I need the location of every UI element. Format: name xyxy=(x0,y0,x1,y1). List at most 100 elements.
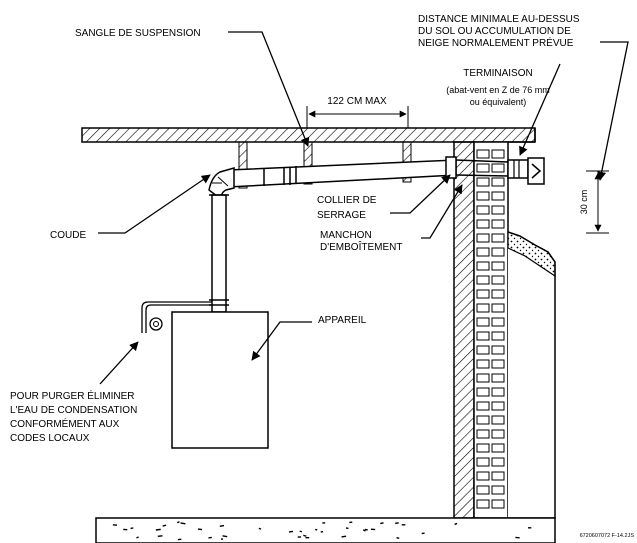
brick xyxy=(476,387,490,397)
brick xyxy=(476,443,490,453)
brick xyxy=(476,401,490,411)
brick xyxy=(476,331,490,341)
min-distance-line-1: DISTANCE MINIMALE AU-DESSUS xyxy=(418,14,580,25)
brick xyxy=(491,233,505,243)
aggregate-speck xyxy=(258,527,262,530)
termination-label: TERMINAISON xyxy=(463,68,532,79)
leader-lines xyxy=(98,31,629,385)
aggregate-speck xyxy=(364,528,368,531)
brick xyxy=(491,317,505,327)
floor-slab xyxy=(95,517,556,543)
drain-label-line-1: POUR PURGER ÉLIMINER xyxy=(10,389,134,402)
brick xyxy=(491,499,505,509)
aggregate-speck xyxy=(299,530,303,533)
aggregate-speck xyxy=(396,536,400,539)
brick-courses xyxy=(476,149,505,509)
brick xyxy=(476,429,490,439)
termination-note-line-1: (abat-vent en Z de 76 mm xyxy=(446,85,550,95)
brick xyxy=(476,261,490,271)
figure-code: 6720607072 F-14.2JS xyxy=(580,533,635,539)
appliance-label: APPAREIL xyxy=(318,315,367,326)
aggregate-speck xyxy=(222,535,228,538)
aggregate-speck xyxy=(320,530,324,533)
appliance xyxy=(171,311,269,449)
brick xyxy=(491,429,505,439)
aggregate-speck xyxy=(362,529,366,532)
dimension-30cm xyxy=(586,170,609,234)
brick xyxy=(491,261,505,271)
brick xyxy=(476,163,490,173)
min-distance-line-3: NEIGE NORMALEMENT PRÉVUE xyxy=(418,36,574,49)
brick xyxy=(476,303,490,313)
brick xyxy=(491,289,505,299)
vent-pipe-horizontal xyxy=(227,159,457,188)
brick xyxy=(476,373,490,383)
brick xyxy=(476,471,490,481)
brick xyxy=(491,387,505,397)
aggregate-speck xyxy=(155,528,161,531)
brick xyxy=(476,415,490,425)
elbow-label: COUDE xyxy=(50,230,86,241)
aggregate-speck xyxy=(341,535,347,538)
min-distance-line-2: DU SOL OU ACCUMULATION DE xyxy=(418,26,571,37)
strap-label: SANGLE DE SUSPENSION xyxy=(75,28,201,39)
brick xyxy=(491,345,505,355)
aggregate-speck xyxy=(380,522,384,525)
brick xyxy=(491,485,505,495)
brick xyxy=(491,443,505,453)
brick-wall xyxy=(453,128,536,519)
brick xyxy=(476,275,490,285)
brick xyxy=(476,457,490,467)
brick xyxy=(476,177,490,187)
aggregate-speck xyxy=(162,524,167,527)
aggregate-speck xyxy=(219,524,225,527)
brick xyxy=(491,401,505,411)
aggregate-speck xyxy=(177,538,182,541)
brick xyxy=(491,415,505,425)
aggregate-speck xyxy=(345,527,349,530)
ceiling-joist xyxy=(81,127,536,143)
brick xyxy=(491,373,505,383)
clamp-label-line-2: SERRAGE xyxy=(317,210,366,221)
brick xyxy=(476,289,490,299)
drain-label-line-4: CODES LOCAUX xyxy=(10,433,90,444)
drain-label-line-2: L'EAU DE CONDENSATION xyxy=(10,405,137,416)
dimension-122cm xyxy=(306,106,409,128)
brick xyxy=(476,233,490,243)
brick xyxy=(476,247,490,257)
aggregate-speck xyxy=(208,536,212,539)
brick xyxy=(476,359,490,369)
brick xyxy=(476,317,490,327)
brick xyxy=(476,499,490,509)
aggregate-speck xyxy=(180,522,186,525)
brick xyxy=(491,303,505,313)
height-label: 30 cm xyxy=(579,190,589,215)
brick xyxy=(491,205,505,215)
brick xyxy=(476,149,490,159)
brick xyxy=(491,163,505,173)
drain-label-line-3: CONFORMÉMENT AUX xyxy=(10,417,120,430)
brick xyxy=(491,471,505,481)
clamp-label-line-1: COLLIER DE xyxy=(317,195,377,206)
termination-hood xyxy=(527,157,545,185)
brick xyxy=(491,359,505,369)
aggregate-speck xyxy=(136,536,139,539)
brick xyxy=(491,247,505,257)
brick xyxy=(491,149,505,159)
brick xyxy=(476,219,490,229)
floor-aggregate xyxy=(112,521,532,541)
aggregate-speck xyxy=(395,522,399,525)
brick xyxy=(476,485,490,495)
brick xyxy=(491,275,505,285)
brick xyxy=(476,191,490,201)
spacing-label: 122 CM MAX xyxy=(327,96,387,107)
brick xyxy=(476,345,490,355)
brick xyxy=(491,331,505,341)
brick xyxy=(491,177,505,187)
vent-pipe-vertical xyxy=(209,194,229,313)
aggregate-speck xyxy=(303,534,307,537)
aggregate-speck xyxy=(315,528,318,531)
brick xyxy=(491,219,505,229)
